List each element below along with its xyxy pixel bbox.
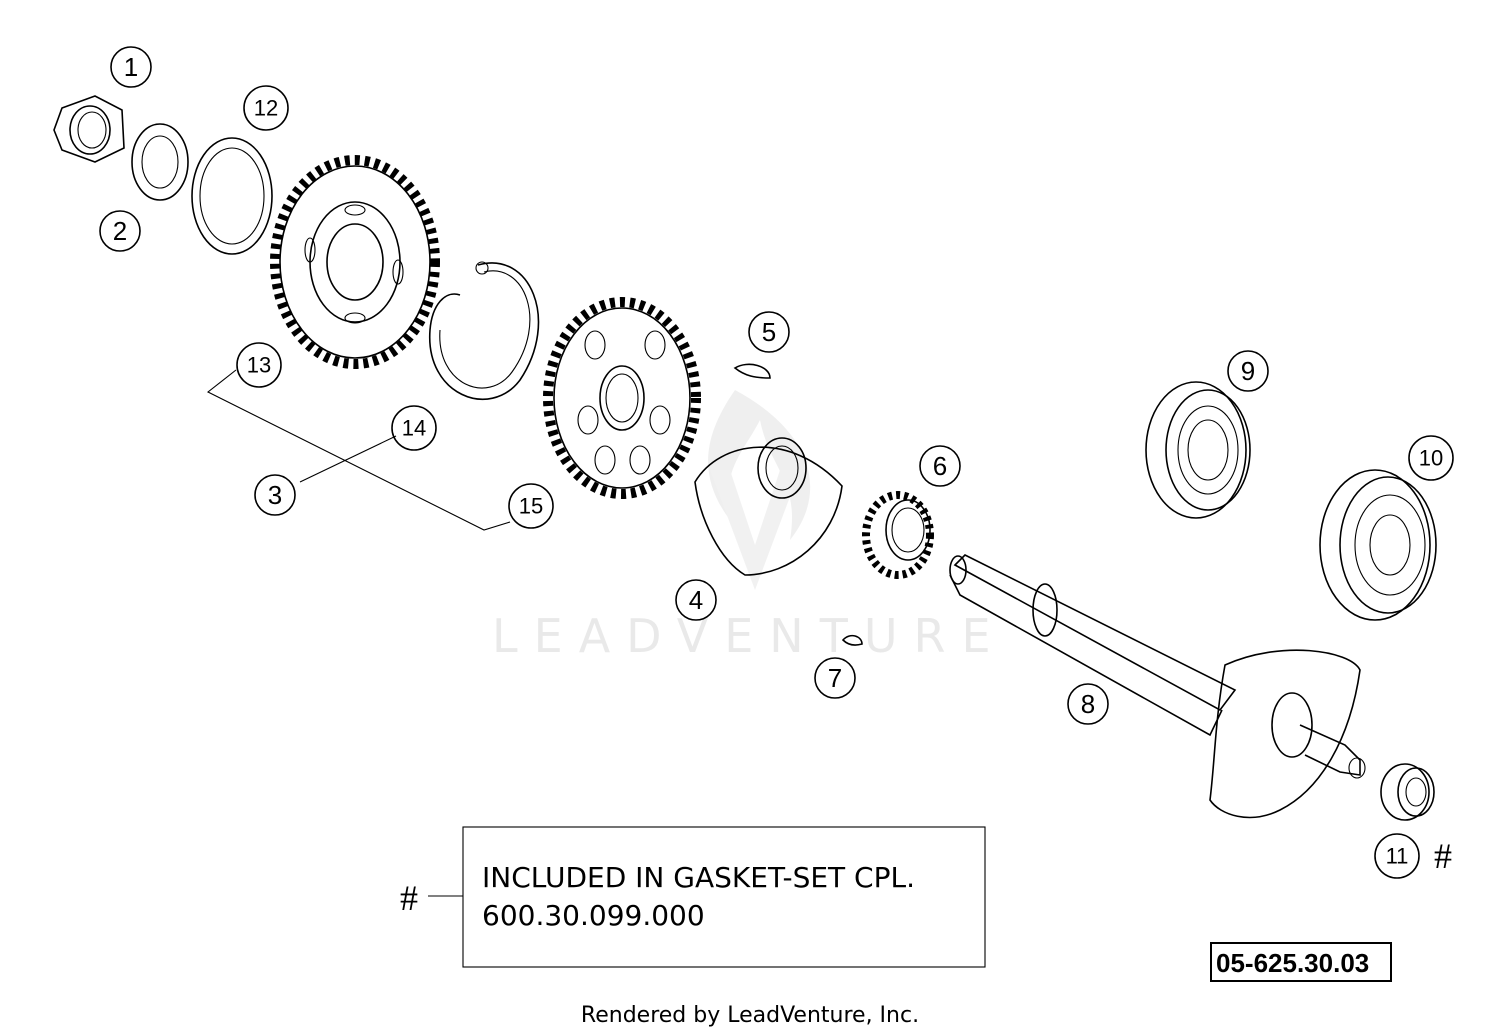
svg-text:3: 3 — [268, 480, 282, 510]
note-marker: # — [400, 878, 418, 918]
callout-15: 15 — [508, 483, 554, 529]
callout-8: 8 — [1067, 683, 1109, 725]
svg-text:7: 7 — [828, 663, 842, 693]
callout-7: 7 — [814, 657, 856, 699]
svg-text:6: 6 — [933, 451, 947, 481]
part-14-snap-ring-icon — [429, 261, 540, 400]
svg-text:14: 14 — [402, 416, 426, 441]
part-9-bearing-icon — [1145, 381, 1251, 519]
part-10-roller-bearing-icon — [1319, 469, 1437, 621]
part-11-seal-ring-icon — [1380, 763, 1435, 821]
leadventure-watermark: LEADVENTURE — [492, 390, 1007, 663]
part-1-hex-nut-icon — [53, 95, 125, 163]
callout-1: 1 — [110, 46, 152, 88]
part-2-washer-icon — [131, 123, 189, 201]
callout-11: 11 — [1374, 833, 1420, 879]
callout-9: 9 — [1227, 350, 1269, 392]
part-8-balancer-shaft-icon — [949, 554, 1366, 819]
callout-4: 4 — [675, 579, 717, 621]
callout-5: 5 — [748, 311, 790, 353]
part-15-gear-icon — [543, 297, 701, 499]
footer-credit: Rendered by LeadVenture, Inc. — [581, 1003, 919, 1028]
svg-text:15: 15 — [519, 494, 543, 519]
diagram-code: 05-625.30.03 — [1216, 948, 1369, 978]
svg-text:11: 11 — [1386, 844, 1409, 869]
part-6-splined-bush-icon — [862, 491, 934, 579]
svg-text:13: 13 — [247, 353, 271, 378]
svg-text:9: 9 — [1241, 356, 1255, 386]
svg-text:2: 2 — [113, 216, 127, 246]
callout-2: 2 — [99, 210, 141, 252]
part-11-gasket-marker: # — [1434, 836, 1452, 876]
callout-13: 13 — [236, 342, 282, 388]
part-4-balance-weight-icon — [694, 437, 843, 576]
part-7-key-icon — [841, 634, 863, 646]
svg-text:4: 4 — [689, 585, 703, 615]
svg-text:1: 1 — [124, 52, 138, 82]
part-13-large-gear-icon — [270, 155, 440, 369]
part-12-shim-icon — [191, 137, 273, 255]
callout-14: 14 — [391, 405, 437, 451]
part-5-key-icon — [733, 363, 771, 379]
diagram-code-box: 05-625.30.03 — [1210, 942, 1392, 982]
note-line-2: 600.30.099.000 — [482, 899, 705, 932]
callout-3: 3 — [254, 474, 296, 516]
callout-group-bracket — [206, 369, 511, 531]
callout-12: 12 — [243, 85, 289, 131]
svg-text:10: 10 — [1419, 446, 1443, 471]
svg-text:8: 8 — [1081, 689, 1095, 719]
svg-text:12: 12 — [254, 96, 278, 121]
gasket-set-note: # INCLUDED IN GASKET-SET CPL. 600.30.099… — [400, 826, 986, 968]
watermark-text: LEADVENTURE — [492, 609, 1007, 663]
callout-10: 10 — [1408, 435, 1454, 481]
svg-text:5: 5 — [762, 317, 776, 347]
callout-6: 6 — [919, 445, 961, 487]
note-line-1: INCLUDED IN GASKET-SET CPL. — [482, 861, 915, 894]
